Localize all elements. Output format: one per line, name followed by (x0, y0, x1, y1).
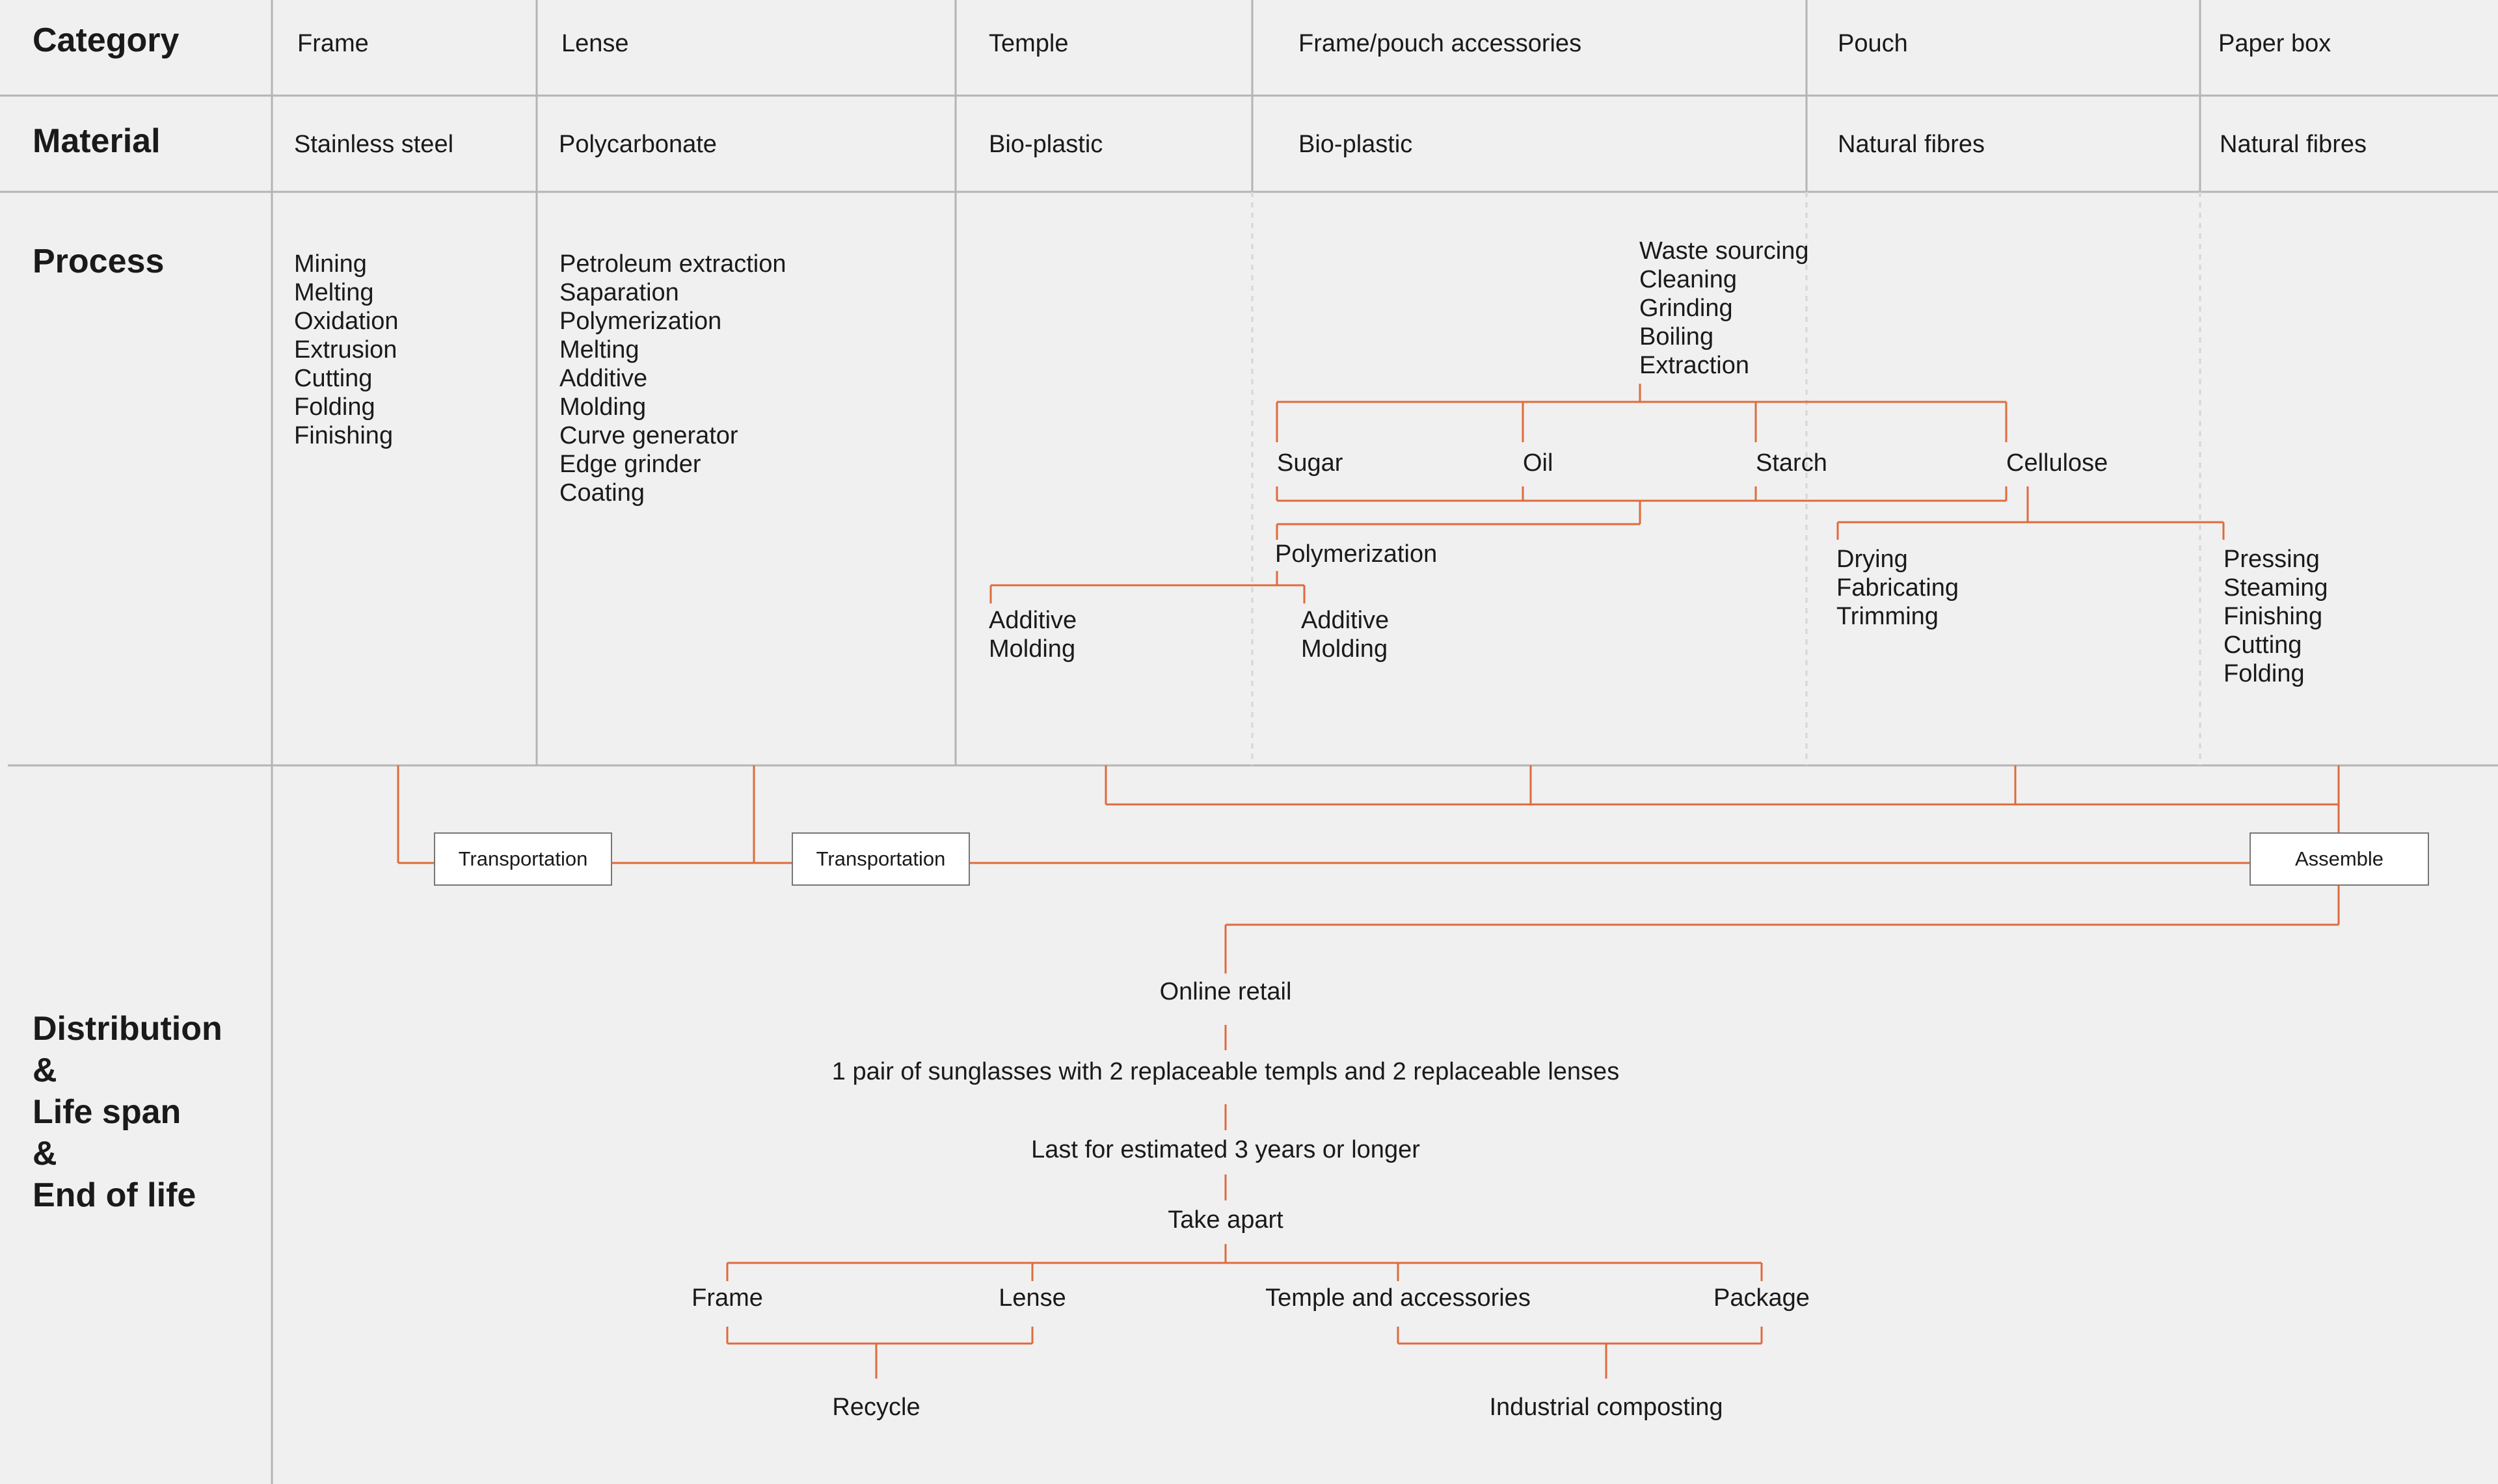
category-accessories: Frame/pouch accessories (1298, 30, 1582, 57)
category-pouch: Pouch (1838, 30, 1908, 57)
category-lense: Lense (561, 30, 629, 57)
material-pouch: Natural fibres (1838, 131, 1985, 158)
end-temple-accessories: Temple and accessories (1265, 1284, 1531, 1312)
material-paper-box: Natural fibres (2220, 131, 2367, 158)
lifespan-estimate: Last for estimated 3 years or longer (1031, 1136, 1420, 1163)
process-waste-steps: Waste sourcing Cleaning Grinding Boiling… (1639, 237, 1809, 379)
process-accessory-steps: Additive Molding (1301, 607, 1390, 663)
assemble-box: Assemble (2250, 832, 2429, 886)
product-description: 1 pair of sunglasses with 2 replaceable … (831, 1058, 1620, 1085)
process-starch: Starch (1756, 449, 1827, 477)
process-box-steps: Pressing Steaming Finishing Cutting Fold… (2223, 546, 2328, 687)
online-retail: Online retail (1159, 978, 1292, 1005)
material-accessories: Bio-plastic (1298, 131, 1413, 158)
material-lense: Polycarbonate (559, 131, 717, 158)
end-package: Package (1713, 1284, 1810, 1312)
transportation-box-2: Transportation (792, 832, 970, 886)
end-lense: Lense (999, 1284, 1066, 1312)
row-heading-category: Category (33, 21, 180, 59)
process-oil: Oil (1523, 449, 1553, 477)
process-sugar: Sugar (1277, 449, 1343, 477)
category-frame: Frame (297, 30, 369, 57)
process-frame-steps: Mining Melting Oxidation Extrusion Cutti… (294, 250, 399, 449)
material-temple: Bio-plastic (989, 131, 1103, 158)
row-heading-material: Material (33, 122, 161, 160)
process-polymerization: Polymerization (1275, 540, 1438, 568)
material-frame: Stainless steel (294, 131, 454, 158)
take-apart: Take apart (1168, 1206, 1283, 1234)
industrial-composting: Industrial composting (1489, 1394, 1723, 1421)
transportation-box-1: Transportation (434, 832, 612, 886)
category-temple: Temple (989, 30, 1069, 57)
process-cellulose: Cellulose (2006, 449, 2108, 477)
process-temple-steps: Additive Molding (989, 607, 1077, 663)
row-heading-process: Process (33, 243, 165, 280)
process-lense-steps: Petroleum extraction Saparation Polymeri… (559, 250, 786, 507)
recycle: Recycle (832, 1394, 920, 1421)
row-heading-distribution: Distribution & Life span & End of life (33, 1010, 222, 1214)
end-frame: Frame (692, 1284, 763, 1312)
process-pouch-steps: Drying Fabricating Trimming (1836, 546, 1959, 630)
category-paper-box: Paper box (2218, 30, 2331, 57)
